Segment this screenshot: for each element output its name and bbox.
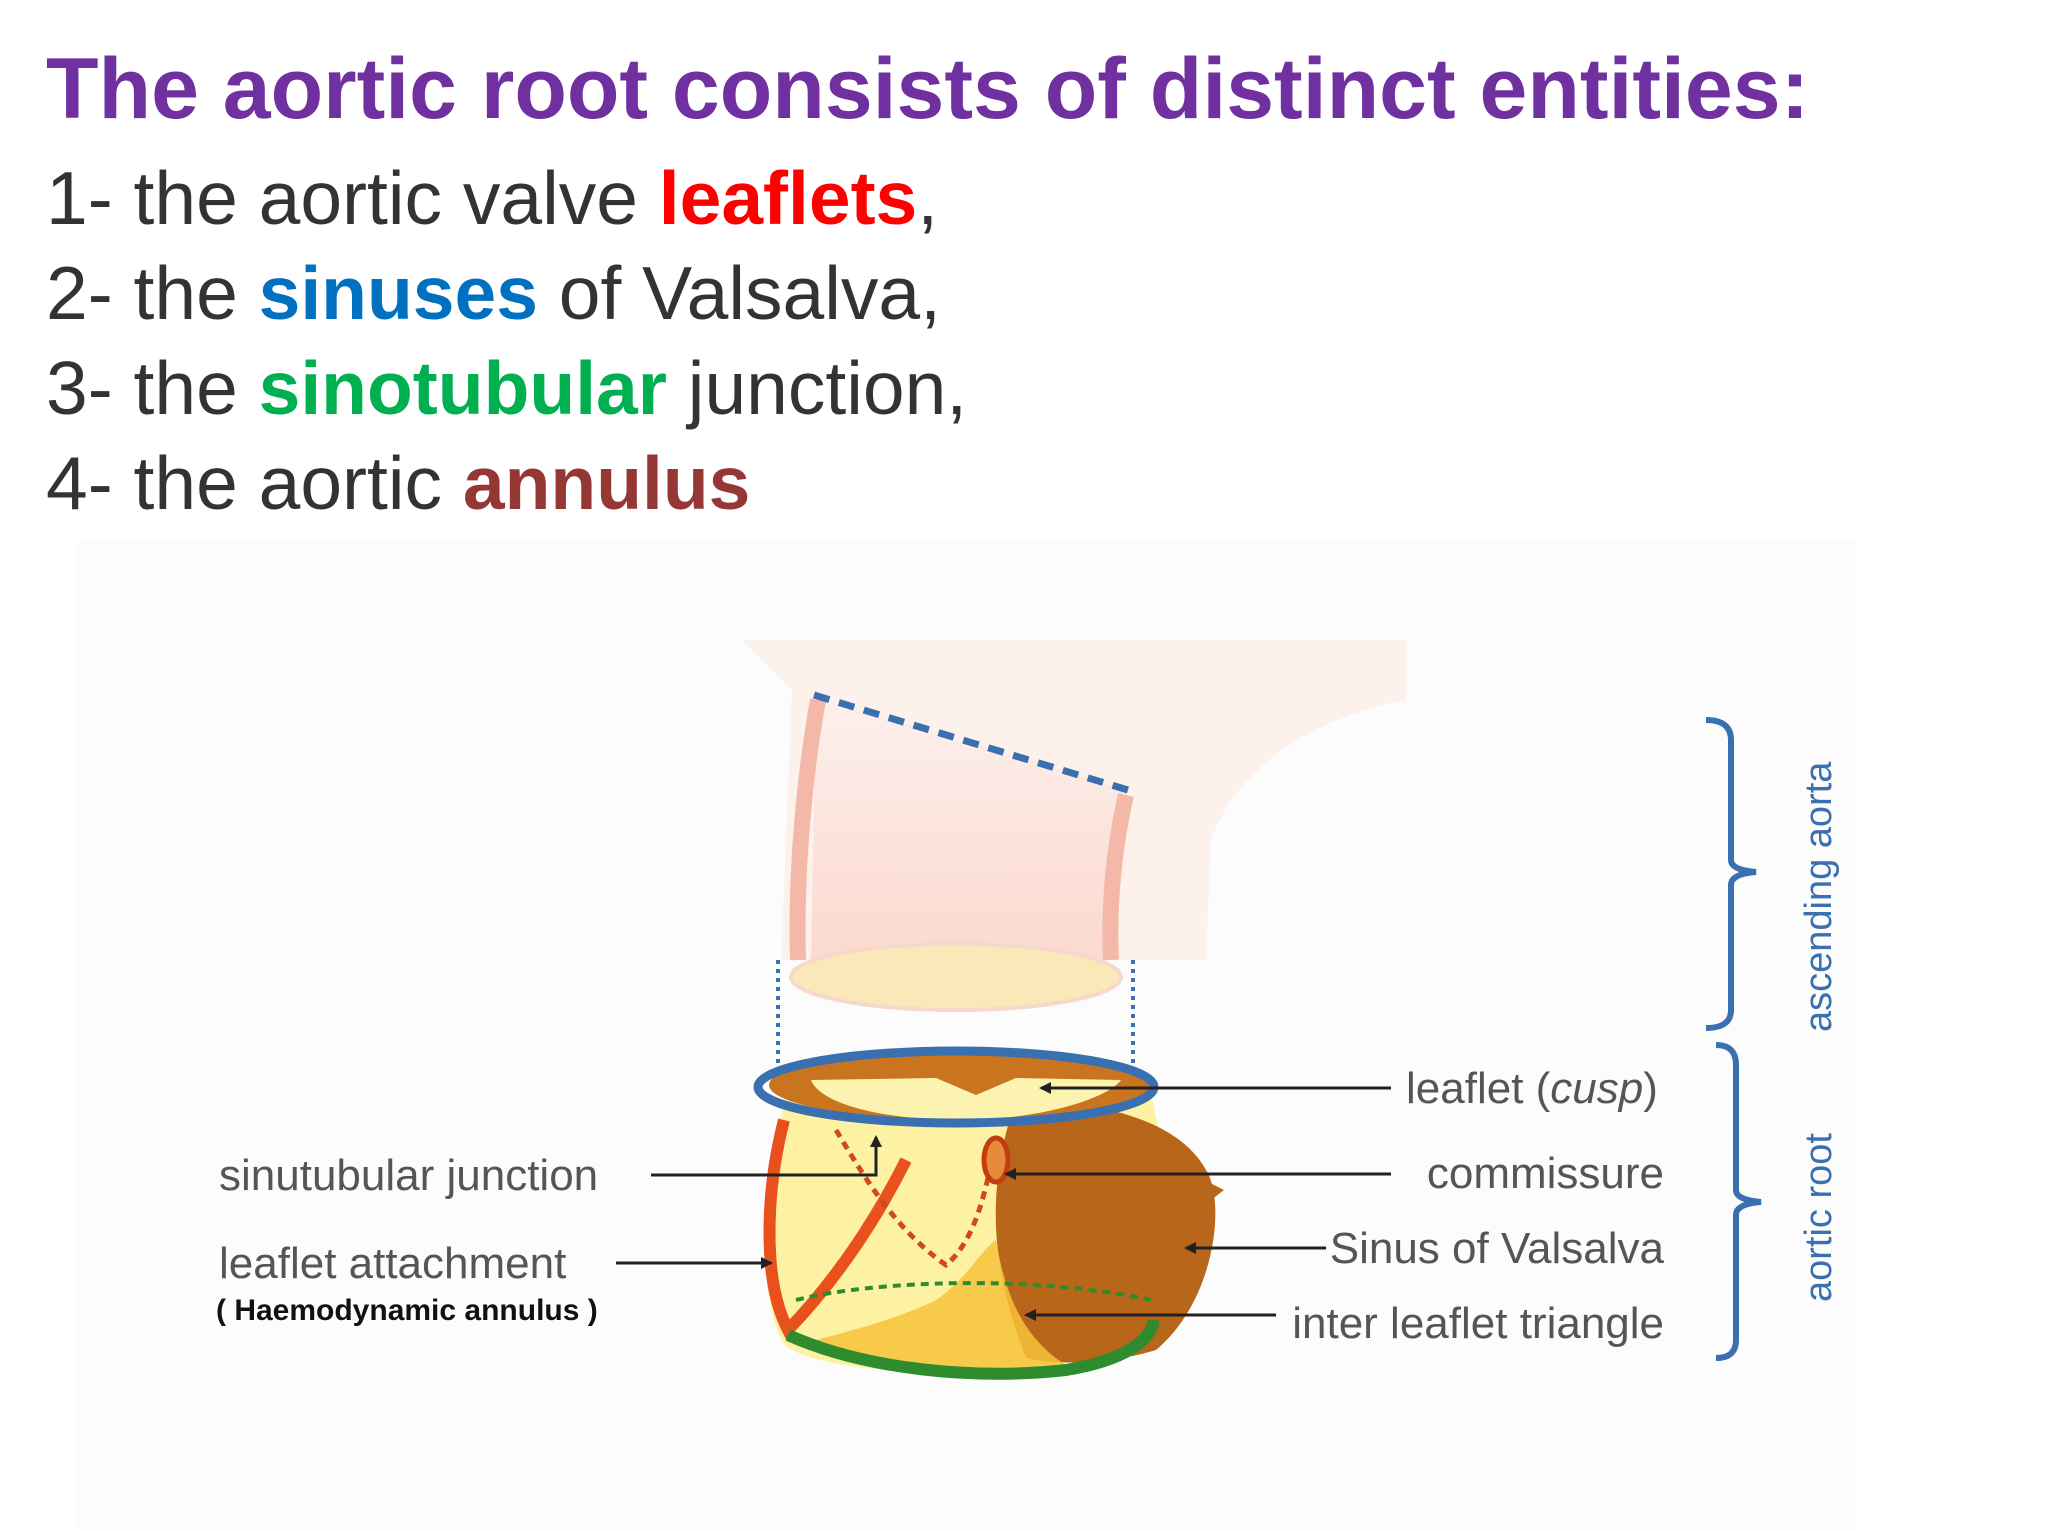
item-prefix: 1- the aortic valve bbox=[46, 156, 659, 240]
list-item-leaflets: 1- the aortic valve leaflets, bbox=[46, 155, 938, 241]
highlight-sinuses: sinuses bbox=[258, 251, 538, 335]
item-suffix: , bbox=[917, 156, 939, 240]
label-sinus-of-valsalva: Sinus of Valsalva bbox=[1330, 1224, 1665, 1273]
label-leaflet-close: ) bbox=[1643, 1064, 1658, 1113]
bracket-ascending-aorta bbox=[1705, 717, 1757, 1031]
label-leaflet: leaflet (cusp) bbox=[1406, 1064, 1658, 1113]
aortic-root-diagram: sinutubular junction leaflet attachment … bbox=[216, 640, 1840, 1380]
diagram-panel: sinutubular junction leaflet attachment … bbox=[76, 540, 1856, 1530]
slide-title: The aortic root consists of distinct ent… bbox=[46, 41, 1810, 137]
highlight-leaflets: leaflets bbox=[658, 156, 918, 240]
list-item-sinotubular: 3- the sinotubular junction, bbox=[46, 345, 967, 431]
label-leaflet-cusp: cusp bbox=[1550, 1064, 1643, 1113]
label-ascending-aorta: ascending aorta bbox=[1798, 761, 1840, 1032]
label-aortic-root: aortic root bbox=[1798, 1133, 1840, 1302]
label-leaflet-attachment: leaflet attachment bbox=[219, 1239, 566, 1288]
label-commissure: commissure bbox=[1427, 1149, 1664, 1198]
item-prefix: 2- the bbox=[46, 251, 259, 335]
list-item-annulus: 4- the aortic annulus bbox=[46, 440, 750, 526]
item-prefix: 4- the aortic bbox=[46, 441, 463, 525]
resection-dashed-line bbox=[812, 691, 1130, 794]
label-sinotubular-junction: sinutubular junction bbox=[219, 1151, 598, 1200]
highlight-sinotubular: sinotubular bbox=[258, 346, 667, 430]
bracket-aortic-root bbox=[1715, 1042, 1762, 1361]
leader-sinotubular bbox=[651, 1135, 882, 1177]
label-haemodynamic-annulus: ( Haemodynamic annulus ) bbox=[216, 1294, 598, 1327]
highlight-annulus: annulus bbox=[462, 441, 751, 525]
item-suffix: junction, bbox=[666, 346, 968, 430]
label-leaflet-text: leaflet ( bbox=[1406, 1064, 1551, 1113]
aortic-root-shape bbox=[763, 1050, 1224, 1380]
label-inter-leaflet-triangle: inter leaflet triangle bbox=[1292, 1299, 1664, 1348]
list-item-sinuses: 2- the sinuses of Valsalva, bbox=[46, 250, 941, 336]
item-suffix: of Valsalva, bbox=[537, 251, 941, 335]
item-prefix: 3- the bbox=[46, 346, 259, 430]
ascending-aorta-shape bbox=[742, 640, 1406, 1012]
